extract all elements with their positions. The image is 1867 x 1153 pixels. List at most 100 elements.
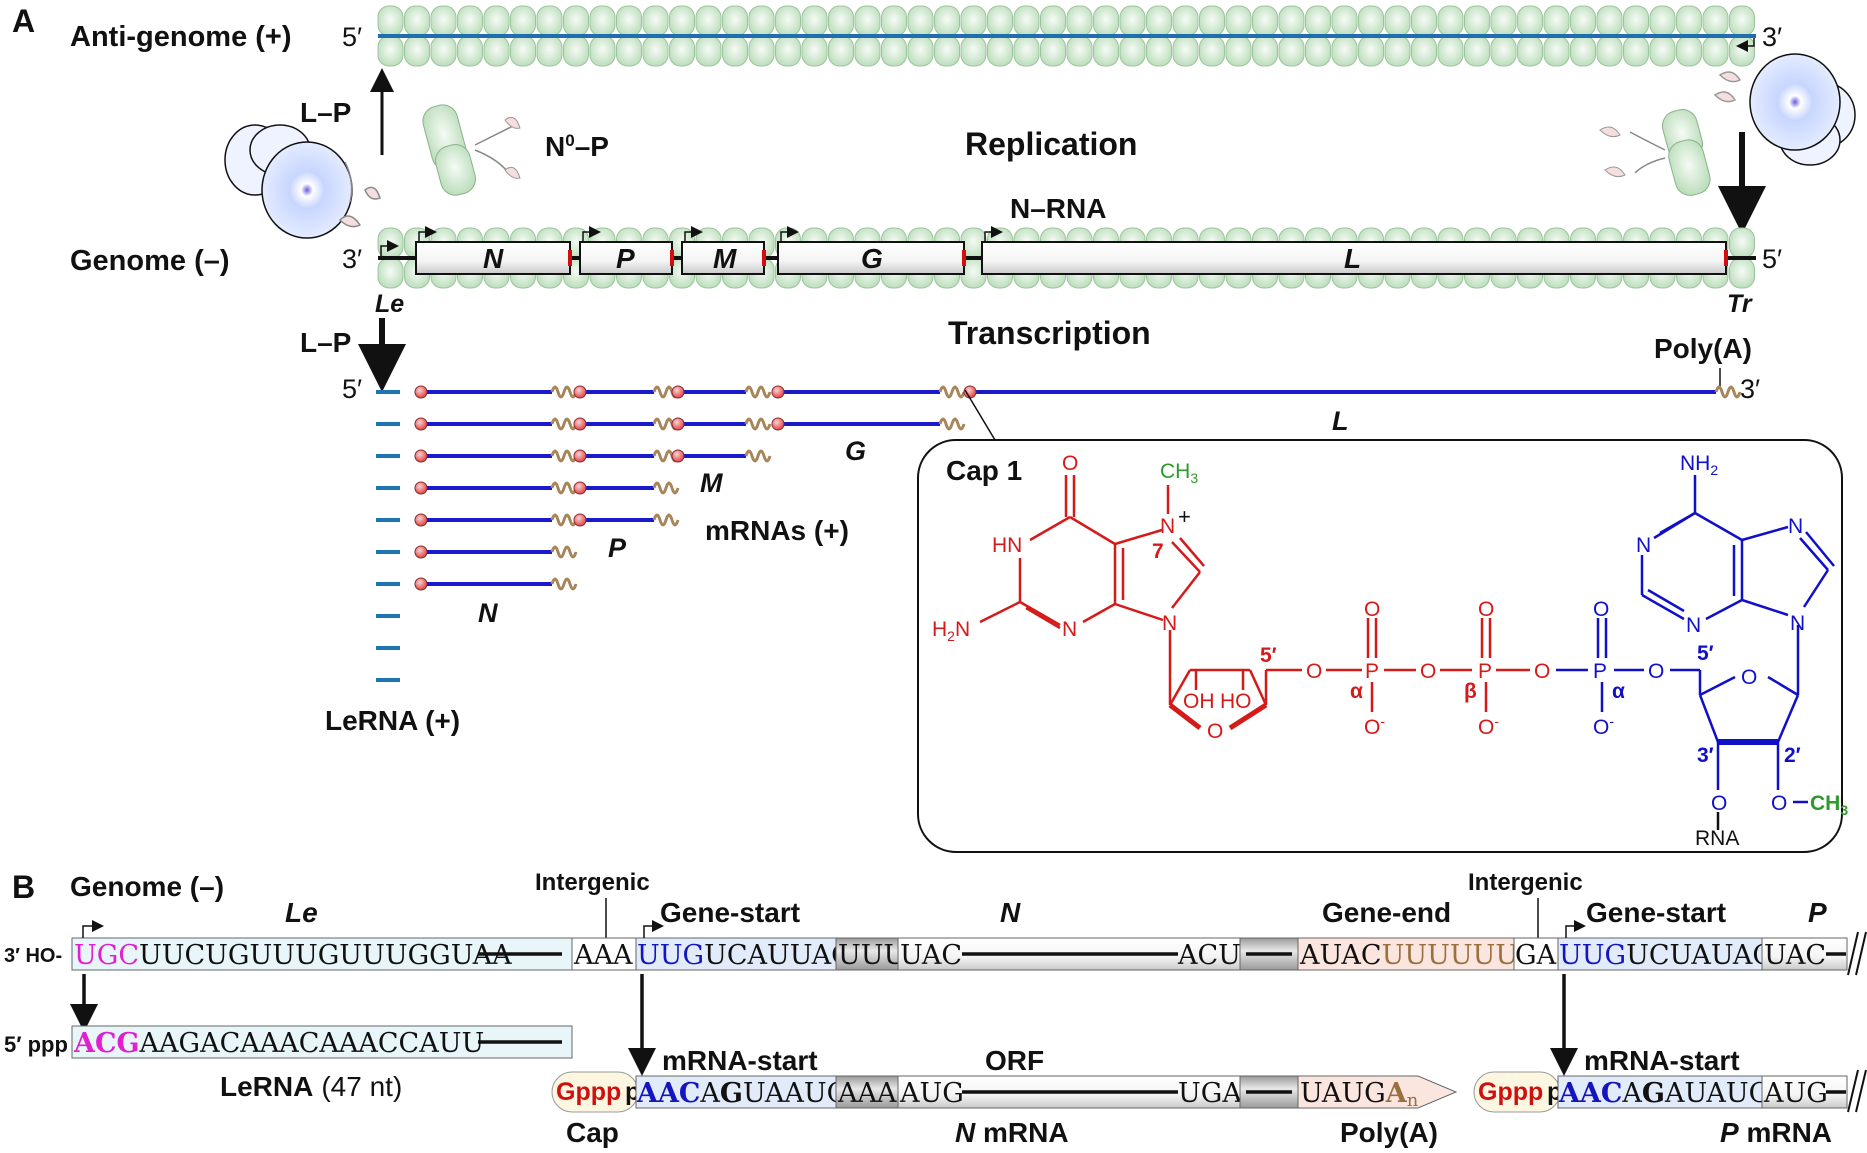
p-gene-label-b: P xyxy=(1808,897,1827,928)
mrna-label-g: G xyxy=(845,436,866,466)
mrna-5prime: 5′ xyxy=(342,374,362,404)
cap-plus: + xyxy=(1178,504,1191,529)
polya-tail xyxy=(652,481,680,495)
nucleoprotein-bead xyxy=(1570,35,1596,67)
p-orf-start: UAC xyxy=(1764,940,1826,971)
cap-oh: OH xyxy=(1183,690,1215,713)
lerna-products xyxy=(376,390,400,682)
cap-dot xyxy=(414,513,428,527)
gene-end-signal xyxy=(962,250,966,266)
nucleoprotein-bead xyxy=(1331,5,1358,37)
nrna-label: N–RNA xyxy=(1010,193,1106,224)
n-gene-label-b: N xyxy=(1000,897,1021,928)
nucleoprotein-bead xyxy=(1702,5,1729,37)
polymerase-right xyxy=(1749,53,1856,166)
nucleoprotein-bead xyxy=(563,35,589,67)
nucleoprotein-bead xyxy=(960,5,987,37)
nucleoprotein-bead xyxy=(695,35,722,67)
polya-tail xyxy=(938,385,966,399)
nucleoprotein-bead xyxy=(1278,35,1305,67)
cap-dot xyxy=(573,449,587,463)
nucleoprotein-bead xyxy=(510,35,536,67)
nucleoprotein-bead xyxy=(987,35,1013,67)
intergenic-label-1: Intergenic xyxy=(535,869,650,896)
nucleoprotein-bead xyxy=(377,35,404,67)
nmrna-polya-arrow xyxy=(1297,1075,1458,1109)
polya-tail xyxy=(744,417,772,431)
ado-p-o-top: O xyxy=(1593,598,1609,621)
lp-label-bottom: L–P xyxy=(300,327,351,358)
mrna-label-l: L xyxy=(1332,406,1349,436)
nucleoprotein-bead xyxy=(1464,5,1490,37)
gene-end-label: Gene-end xyxy=(1322,897,1451,928)
polya-tail xyxy=(550,577,578,591)
cap-h2n: H2N xyxy=(932,618,970,644)
ado-rna: RNA xyxy=(1695,827,1739,850)
nucleoprotein-bead xyxy=(1464,35,1490,67)
nucleoprotein-bead xyxy=(1146,35,1172,67)
n0p-label: N0–P xyxy=(545,131,609,162)
nucleoprotein-bead xyxy=(1199,35,1225,67)
cap-n7: N xyxy=(1160,515,1175,538)
n-orf-end: ACU xyxy=(1177,940,1241,971)
mrna-3prime: 3′ xyxy=(1740,374,1760,404)
nucleoprotein-bead xyxy=(934,35,960,67)
nucleoprotein-bead xyxy=(642,35,669,67)
nucleoprotein-bead xyxy=(1093,5,1119,37)
mrna-label-m: M xyxy=(700,468,723,498)
mrna-label-p: P xyxy=(608,533,627,563)
lerna-5prime-ppp: 5′ ppp xyxy=(4,1032,68,1057)
cap-ribose-o: O xyxy=(1207,720,1223,743)
intergenic-region-1 xyxy=(571,937,637,971)
nucleoprotein-bead xyxy=(1596,35,1623,67)
nucleoprotein-bead xyxy=(1596,5,1623,37)
nucleoprotein-bead xyxy=(536,35,563,67)
nmrna-start-region xyxy=(635,1075,837,1109)
le-promoter-arrow xyxy=(380,240,399,256)
ado-alpha: α xyxy=(1612,680,1625,703)
cap-dot xyxy=(671,449,685,463)
polya-tail xyxy=(550,481,578,495)
nucleoprotein-bead xyxy=(1729,227,1755,259)
nucleoprotein-bead xyxy=(775,35,801,67)
cap-dot xyxy=(414,417,428,431)
genome-3prime: 3′ xyxy=(342,244,362,274)
nmrna-tail-seq: UAUGAn xyxy=(1300,1078,1419,1111)
gene-start-arrow xyxy=(582,226,601,242)
nucleoprotein-bead xyxy=(1676,5,1702,37)
phosphoprotein-right xyxy=(1713,71,1742,103)
n0p-complex-right xyxy=(1599,109,1711,196)
gene-end-region xyxy=(1297,937,1515,971)
nucleoprotein-bead xyxy=(801,35,828,67)
nucleoprotein-bead xyxy=(483,35,510,67)
genome-break-mark xyxy=(1847,931,1867,976)
lerna-seq: ACGAAGACAAACAAACCAUU xyxy=(73,1028,484,1059)
cap-p-gamma-o-bottom: O- xyxy=(1364,713,1385,739)
gene-end-seq: AUACUUUUUUU xyxy=(1299,940,1541,971)
ado-n1: N xyxy=(1636,534,1651,557)
n0p-complex-left xyxy=(422,104,521,196)
nucleoprotein-bead xyxy=(1649,5,1676,37)
nucleoprotein-bead xyxy=(1623,35,1649,67)
antigenome-label: Anti-genome (+) xyxy=(70,21,292,53)
nucleoprotein-bead xyxy=(748,35,775,67)
cap-alpha-red: α xyxy=(1350,680,1363,703)
nucleoprotein-bead xyxy=(1358,5,1384,37)
nucleoprotein-bead xyxy=(1278,5,1305,37)
nucleoprotein-bead xyxy=(1358,35,1384,67)
nucleoprotein-bead xyxy=(987,5,1013,37)
cap-dot xyxy=(414,481,428,495)
nucleoprotein-bead xyxy=(1570,5,1596,37)
ado-p-alpha: P xyxy=(1593,660,1607,683)
le-label-b: Le xyxy=(285,897,318,928)
nucleoprotein-bead xyxy=(377,5,404,37)
lp-label-top: L–P xyxy=(300,97,351,128)
gene-box-l xyxy=(981,241,1727,275)
nucleoprotein-bead xyxy=(1093,35,1119,67)
cap-p-gamma: P xyxy=(1365,660,1379,683)
intergenic-seq-1: AAA xyxy=(573,940,633,971)
nucleoprotein-bead xyxy=(907,35,934,67)
nucleoprotein-bead xyxy=(1729,5,1755,37)
transcription-label: Transcription xyxy=(948,315,1151,351)
nucleoprotein-bead xyxy=(669,5,695,37)
